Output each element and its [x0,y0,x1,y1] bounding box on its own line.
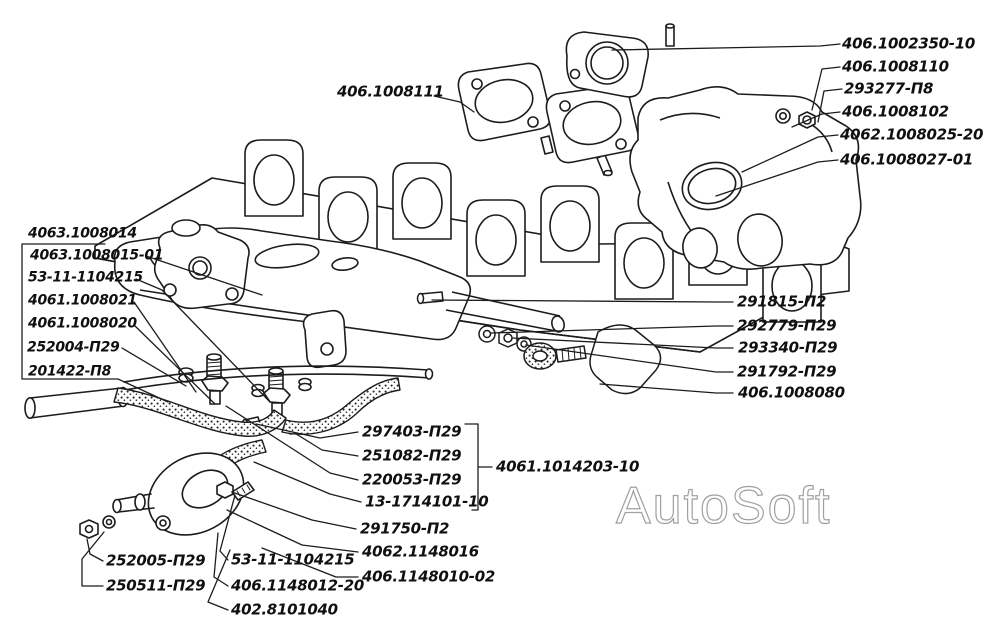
callout-406-1002350-10: 406.1002350-10 [842,34,975,53]
watermark: AutoSoft [616,477,831,535]
callout-292779-p29: 292779-П29 [737,316,837,335]
callout-406-1008080: 406.1008080 [738,383,845,402]
callout-251082-p29: 251082-П29 [362,446,462,465]
callout-4062-1148016: 4062.1148016 [362,542,479,561]
callout-4063-1008014: 4063.1008014 [28,225,137,242]
callout-13-1714101-10: 13-1714101-10 [365,492,489,511]
callout-297403-p29: 297403-П29 [362,422,462,441]
callout-4061-1014203-10: 4061.1014203-10 [496,457,640,476]
callout-291792-p29: 291792-П29 [737,362,837,381]
callout-293277-p8: 293277-П8 [844,79,934,98]
leader-lines [21,43,843,611]
callout-406-1008110: 406.1008110 [842,57,949,76]
callout-252005-p29: 252005-П29 [106,551,206,570]
exhaust-manifold [629,23,862,270]
callout-406-1008027-01: 406.1008027-01 [840,150,973,169]
callout-53-11-1104215-b: 53-11-1104215 [231,550,355,569]
callout-406-1008102: 406.1008102 [842,102,949,121]
callout-4062-1008025-20: 4062.1008025-20 [840,125,984,144]
callout-53-11-1104215-a: 53-11-1104215 [28,269,143,286]
callout-4063-1008015-01: 4063.1008015-01 [30,247,164,264]
callout-293340-p29: 293340-П29 [738,338,838,357]
callout-406-1008111: 406.1008111 [337,82,444,101]
callout-402-8101040: 402.8101040 [231,600,338,619]
intake-manifold [113,219,565,435]
callout-201422-p8: 201422-П8 [28,363,112,380]
hose-assembly [24,365,434,539]
callout-4061-1008021: 4061.1008021 [28,292,137,309]
callout-220053-p29: 220053-П29 [362,470,462,489]
exhaust-gaskets [457,31,649,164]
callout-291815-p2: 291815-П2 [737,292,827,311]
callout-252004-p29: 252004-П29 [27,339,120,356]
callout-4061-1008020: 4061.1008020 [28,315,137,332]
callout-250511-p29: 250511-П29 [106,576,206,595]
callout-406-1148010-02: 406.1148010-02 [362,567,495,586]
callout-291750-p2: 291750-П2 [360,519,450,538]
callout-406-1148012-20: 406.1148012-20 [231,576,364,595]
